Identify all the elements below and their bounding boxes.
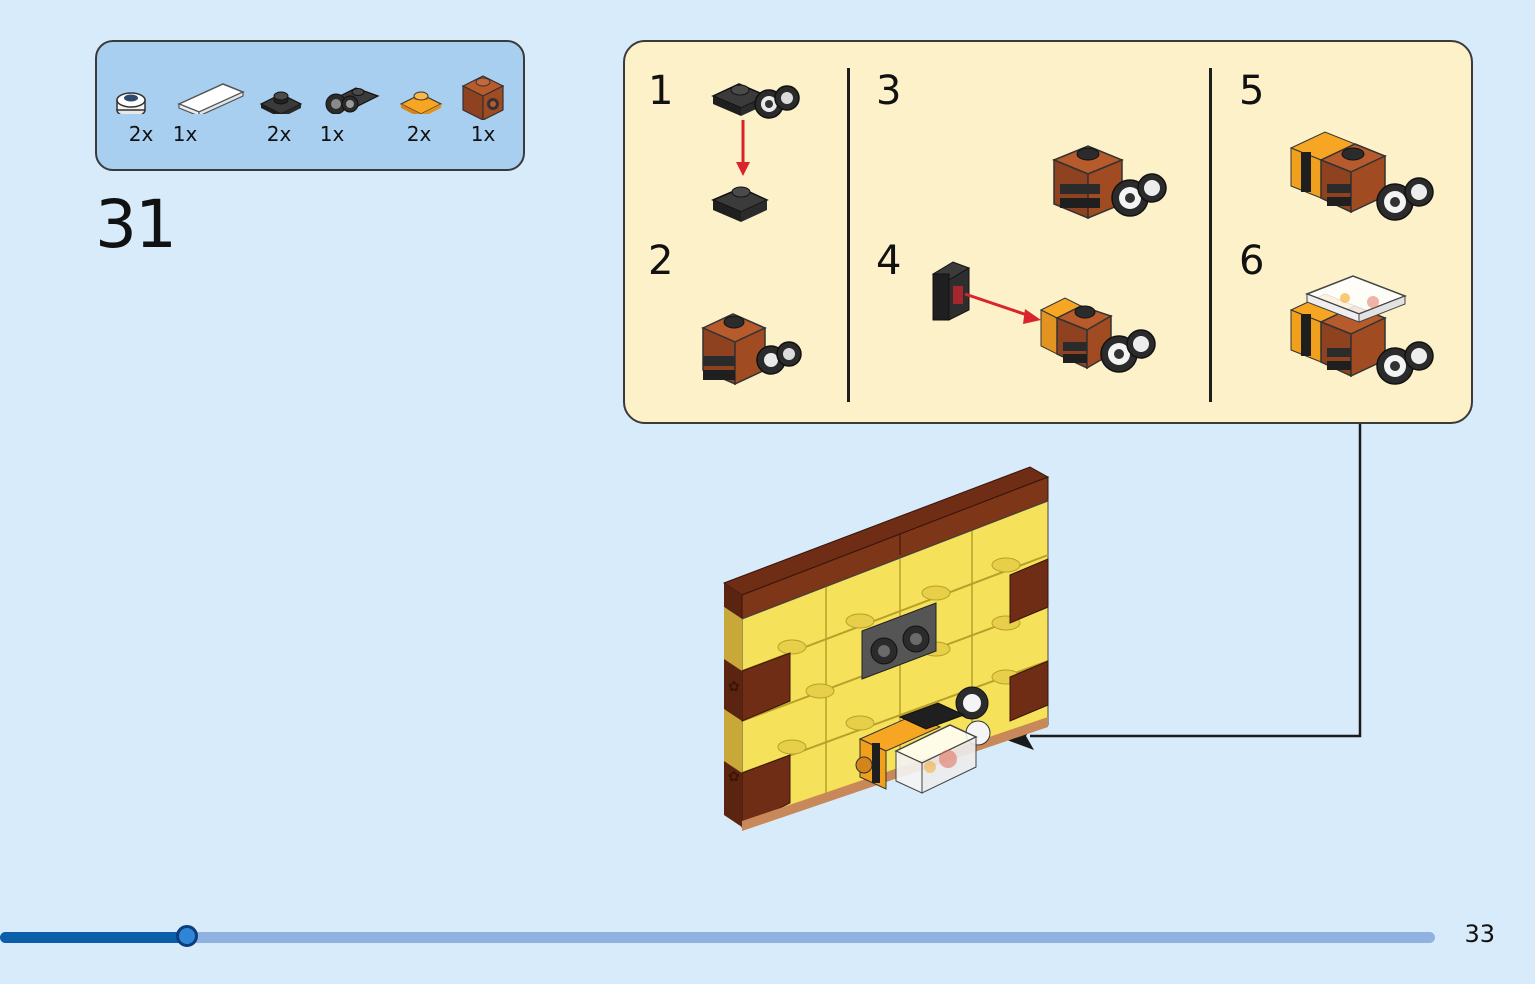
- part-item: 2x: [257, 42, 327, 173]
- main-model-illustration: ✿ ✿: [722, 466, 1050, 831]
- part-item: 2x: [111, 42, 181, 173]
- part-quantity: 1x: [319, 122, 345, 146]
- substep-1-illustration: [711, 83, 800, 222]
- substep-4-illustration: [931, 261, 1156, 373]
- part-quantity: 2x: [406, 122, 432, 146]
- column-divider: [847, 68, 850, 402]
- substep-number: 5: [1239, 68, 1265, 114]
- substep-number: 1: [648, 68, 674, 114]
- substep-number: 3: [876, 68, 902, 114]
- wheel-holder-plate-icon: [325, 87, 380, 114]
- step-number: 31: [95, 186, 177, 263]
- part-item: 1x: [320, 42, 392, 173]
- substep-number: 4: [876, 238, 902, 284]
- substep-6-illustration: [1289, 275, 1434, 385]
- brown-bracket-icon: [461, 75, 505, 120]
- page-number: 33: [1464, 920, 1495, 948]
- substep-5-illustration: [1289, 131, 1434, 221]
- substep-number: 2: [648, 238, 674, 284]
- part-item: 2x: [397, 42, 467, 173]
- black-plate-icon: [259, 91, 303, 114]
- part-quantity: 2x: [266, 122, 292, 146]
- progress-knob: [175, 925, 198, 947]
- transparent-tile-icon: [177, 83, 245, 114]
- part-quantity: 1x: [172, 122, 198, 146]
- round-white-plate-icon: [116, 92, 146, 114]
- part-quantity: 1x: [470, 122, 496, 146]
- substep-2-illustration: [701, 313, 802, 386]
- progress-fill: [0, 932, 187, 943]
- substep-number: 6: [1239, 238, 1265, 284]
- orange-plate-icon: [399, 91, 443, 114]
- part-item: 1x: [173, 42, 245, 173]
- column-divider: [1209, 68, 1212, 402]
- part-item: 1x: [457, 42, 527, 173]
- svg-text:✿: ✿: [728, 679, 740, 695]
- progress-bar: [0, 925, 1435, 947]
- parts-list-box: 2x 1x 2x 1x: [95, 40, 525, 171]
- svg-text:✿: ✿: [728, 769, 740, 785]
- substep-3-illustration: [1052, 145, 1167, 220]
- sub-assembly-box: 1 2 3 4 5 6: [623, 40, 1473, 424]
- part-quantity: 2x: [128, 122, 154, 146]
